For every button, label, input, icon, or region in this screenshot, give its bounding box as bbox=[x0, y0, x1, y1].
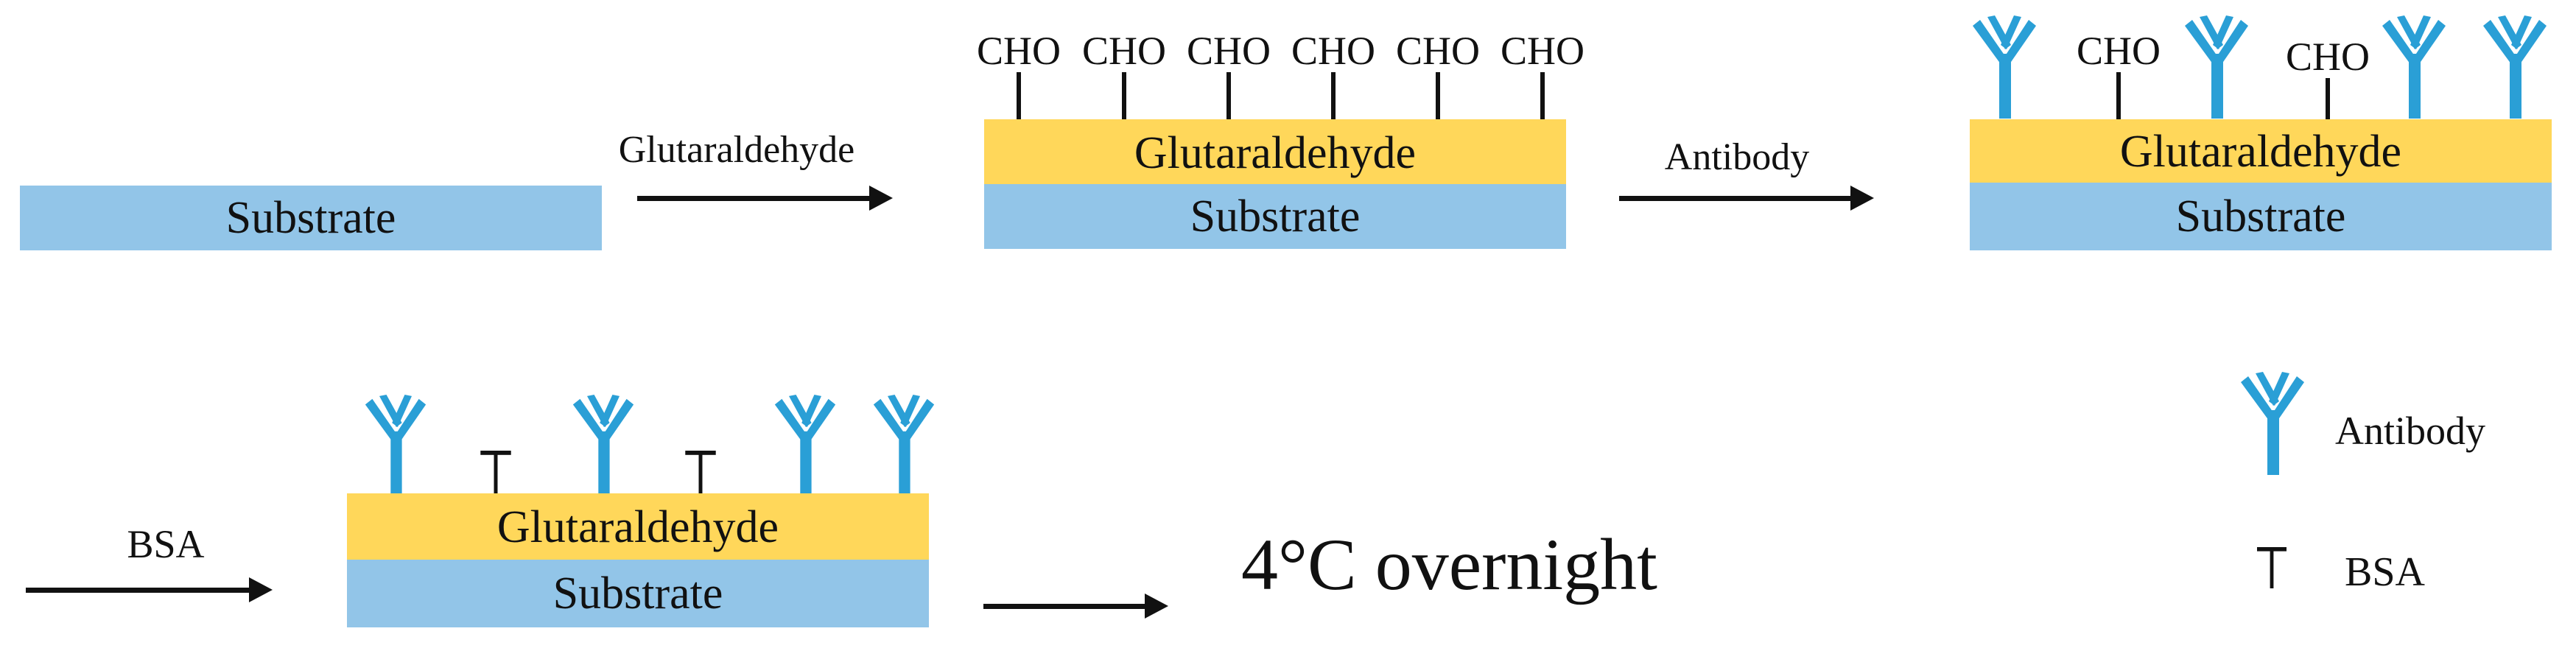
cho-label: CHO bbox=[977, 29, 1061, 73]
substrate-layer bbox=[20, 186, 602, 250]
bsa-t-icon bbox=[685, 451, 716, 493]
cho-label: CHO bbox=[1187, 29, 1271, 73]
cho-bond-line bbox=[2326, 78, 2330, 119]
antibody-y-icon bbox=[2185, 15, 2248, 119]
antibody-y-icon bbox=[774, 395, 836, 493]
substrate-layer bbox=[347, 560, 929, 627]
step2-group: CHO CHO CHO CHO CHO CHO Glutaraldehyde S… bbox=[977, 29, 1874, 249]
right-arrow-icon bbox=[26, 577, 273, 602]
glutaraldehyde-layer bbox=[347, 493, 929, 560]
bsa-arrow-label: BSA bbox=[127, 522, 204, 566]
antibody-y-icon bbox=[2382, 15, 2446, 119]
antibody-y-icon bbox=[365, 395, 427, 493]
cho-groups: CHO CHO CHO CHO CHO CHO bbox=[977, 29, 1584, 119]
cho-bond-line bbox=[1122, 72, 1126, 119]
glutaraldehyde-label: Glutaraldehyde bbox=[497, 502, 779, 552]
cho-label: CHO bbox=[1291, 29, 1375, 73]
glutaraldehyde-label: Glutaraldehyde bbox=[1134, 128, 1416, 178]
cho-bond-line bbox=[1017, 72, 1021, 119]
antibody-y-icon bbox=[2241, 372, 2304, 475]
glutaraldehyde-label: Glutaraldehyde bbox=[2120, 127, 2401, 177]
antibody-y-icon bbox=[873, 395, 935, 493]
step1-group: Substrate Glutaraldehyde bbox=[20, 129, 893, 250]
incubation-condition-label: 4°C overnight bbox=[1241, 524, 1657, 605]
antibody-y-icon bbox=[1973, 15, 2036, 119]
antibody-y-icon bbox=[572, 395, 634, 493]
step5-group: 4°C overnight bbox=[983, 524, 1657, 619]
right-arrow-icon bbox=[983, 594, 1168, 619]
cho-bond-line bbox=[1540, 72, 1545, 119]
bsa-t-icon bbox=[2257, 547, 2287, 588]
cho-label: CHO bbox=[2077, 29, 2161, 73]
legend-antibody-label: Antibody bbox=[2335, 409, 2485, 453]
substrate-label: Substrate bbox=[226, 193, 396, 243]
substrate-layer bbox=[1970, 183, 2552, 250]
legend-bsa-label: BSA bbox=[2345, 549, 2425, 595]
step4-group: BSA Glutaraldehyde Substrate bbox=[26, 395, 935, 627]
cho-label: CHO bbox=[1082, 29, 1166, 73]
cho-bond-line bbox=[1436, 72, 1440, 119]
bsa-t-icon bbox=[480, 451, 511, 493]
antibody-y-icon bbox=[2483, 15, 2547, 119]
cho-bond-line bbox=[1331, 72, 1336, 119]
right-arrow-icon bbox=[637, 186, 893, 211]
substrate-label: Substrate bbox=[1190, 191, 1361, 242]
substrate-label: Substrate bbox=[2176, 191, 2346, 242]
right-arrow-icon bbox=[1619, 186, 1874, 211]
cho-bond-line bbox=[2116, 72, 2121, 119]
substrate-label: Substrate bbox=[553, 568, 723, 619]
glutaraldehyde-layer bbox=[984, 119, 1566, 184]
antibody-arrow-label: Antibody bbox=[1665, 136, 1809, 178]
substrate-layer bbox=[984, 184, 1566, 249]
cho-label: CHO bbox=[1501, 29, 1584, 73]
cho-bond-line bbox=[1226, 72, 1231, 119]
glutaraldehyde-layer bbox=[1970, 119, 2552, 183]
cho-label: CHO bbox=[1396, 29, 1480, 73]
legend: Antibody BSA bbox=[2241, 372, 2485, 595]
glutaraldehyde-arrow-label: Glutaraldehyde bbox=[619, 129, 855, 171]
step3-group: CHO CHO Glutaraldehyde Substrate bbox=[1970, 15, 2552, 250]
cho-label: CHO bbox=[2286, 35, 2370, 79]
